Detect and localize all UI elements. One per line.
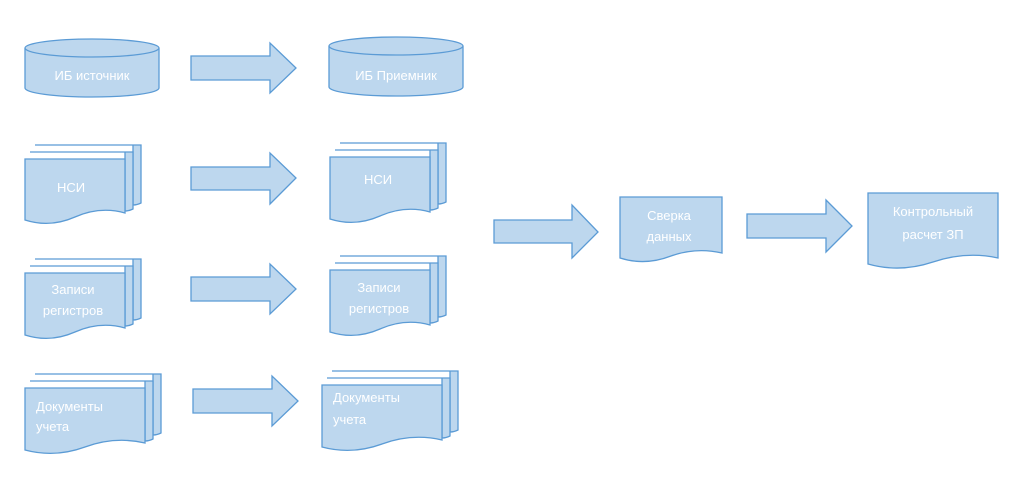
source-db-label: ИБ источник (55, 68, 130, 83)
target-nsi-label: НСИ (364, 172, 392, 187)
control-label-line2: расчет ЗП (902, 227, 963, 242)
source-documents-multidocument: Документы учета (24, 373, 162, 454)
target-db-label: ИБ Приемник (355, 68, 437, 83)
arrow-nsi (190, 151, 297, 206)
source-nsi-label: НСИ (57, 180, 85, 195)
arrow-to-control (746, 198, 853, 254)
source-registers-multidocument: Записи регистров (24, 258, 142, 339)
target-documents-label-line2: учета (333, 412, 367, 427)
source-documents-label-line1: Документы (36, 399, 103, 414)
target-db-cylinder: ИБ Приемник (328, 36, 464, 97)
source-registers-label-line2: регистров (43, 303, 103, 318)
source-nsi-multidocument: НСИ (24, 144, 142, 224)
target-registers-label-line2: регистров (349, 301, 409, 316)
target-documents-multidocument: Документы учета (321, 370, 459, 451)
target-nsi-multidocument: НСИ (329, 142, 447, 223)
control-label-line1: Контрольный (893, 204, 973, 219)
target-documents-label-line1: Документы (333, 390, 400, 405)
arrow-to-reconciliation (493, 203, 599, 260)
control-calculation-document: Контрольный расчет ЗП (867, 192, 999, 269)
reconciliation-label-line2: данных (646, 229, 692, 244)
arrow-registers (190, 262, 297, 316)
source-db-cylinder: ИБ источник (24, 38, 160, 98)
source-registers-label-line1: Записи (51, 282, 94, 297)
reconciliation-label-line1: Сверка (647, 208, 692, 223)
arrow-documents (192, 374, 299, 428)
target-registers-multidocument: Записи регистров (329, 255, 447, 336)
source-documents-label-line2: учета (36, 419, 70, 434)
reconciliation-document: Сверка данных (619, 196, 723, 263)
arrow-db (190, 41, 297, 95)
target-registers-label-line1: Записи (357, 280, 400, 295)
